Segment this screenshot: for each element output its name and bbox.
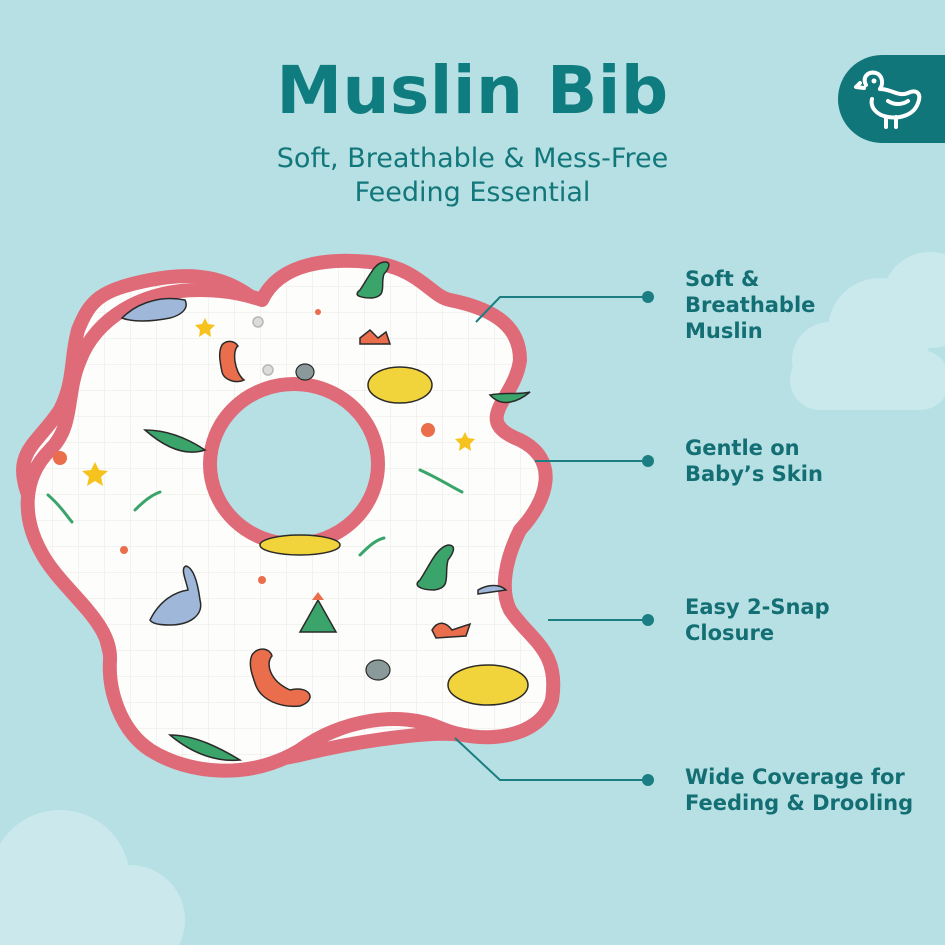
- subtitle-line-1: Soft, Breathable & Mess-Free: [276, 143, 669, 174]
- leader-line-4: [454, 737, 648, 781]
- dinosaur-print: [46, 261, 531, 762]
- page-title: Muslin Bib: [276, 52, 669, 129]
- feature-label-gentle: Gentle on Baby’s Skin: [685, 436, 823, 486]
- snap-button: [252, 316, 264, 328]
- leader-dot-3: [642, 614, 654, 626]
- feature-label-breathable: Soft & Breathable Muslin: [685, 267, 816, 343]
- leader-dot-4: [642, 774, 654, 786]
- page-subtitle: Soft, Breathable & Mess-Free Feeding Ess…: [0, 142, 945, 210]
- leader-dot-1: [642, 291, 654, 303]
- snap-button: [262, 364, 274, 376]
- feature-label-wide-coverage: Wide Coverage for Feeding & Drooling: [685, 765, 914, 815]
- duck-icon: [854, 70, 922, 129]
- brand-logo-badge: [838, 55, 945, 143]
- leader-dot-2: [642, 455, 654, 467]
- subtitle-line-2: Feeding Essential: [354, 177, 591, 208]
- leader-line-1: [475, 296, 648, 323]
- feature-label-snap-closure: Easy 2-Snap Closure: [685, 595, 830, 645]
